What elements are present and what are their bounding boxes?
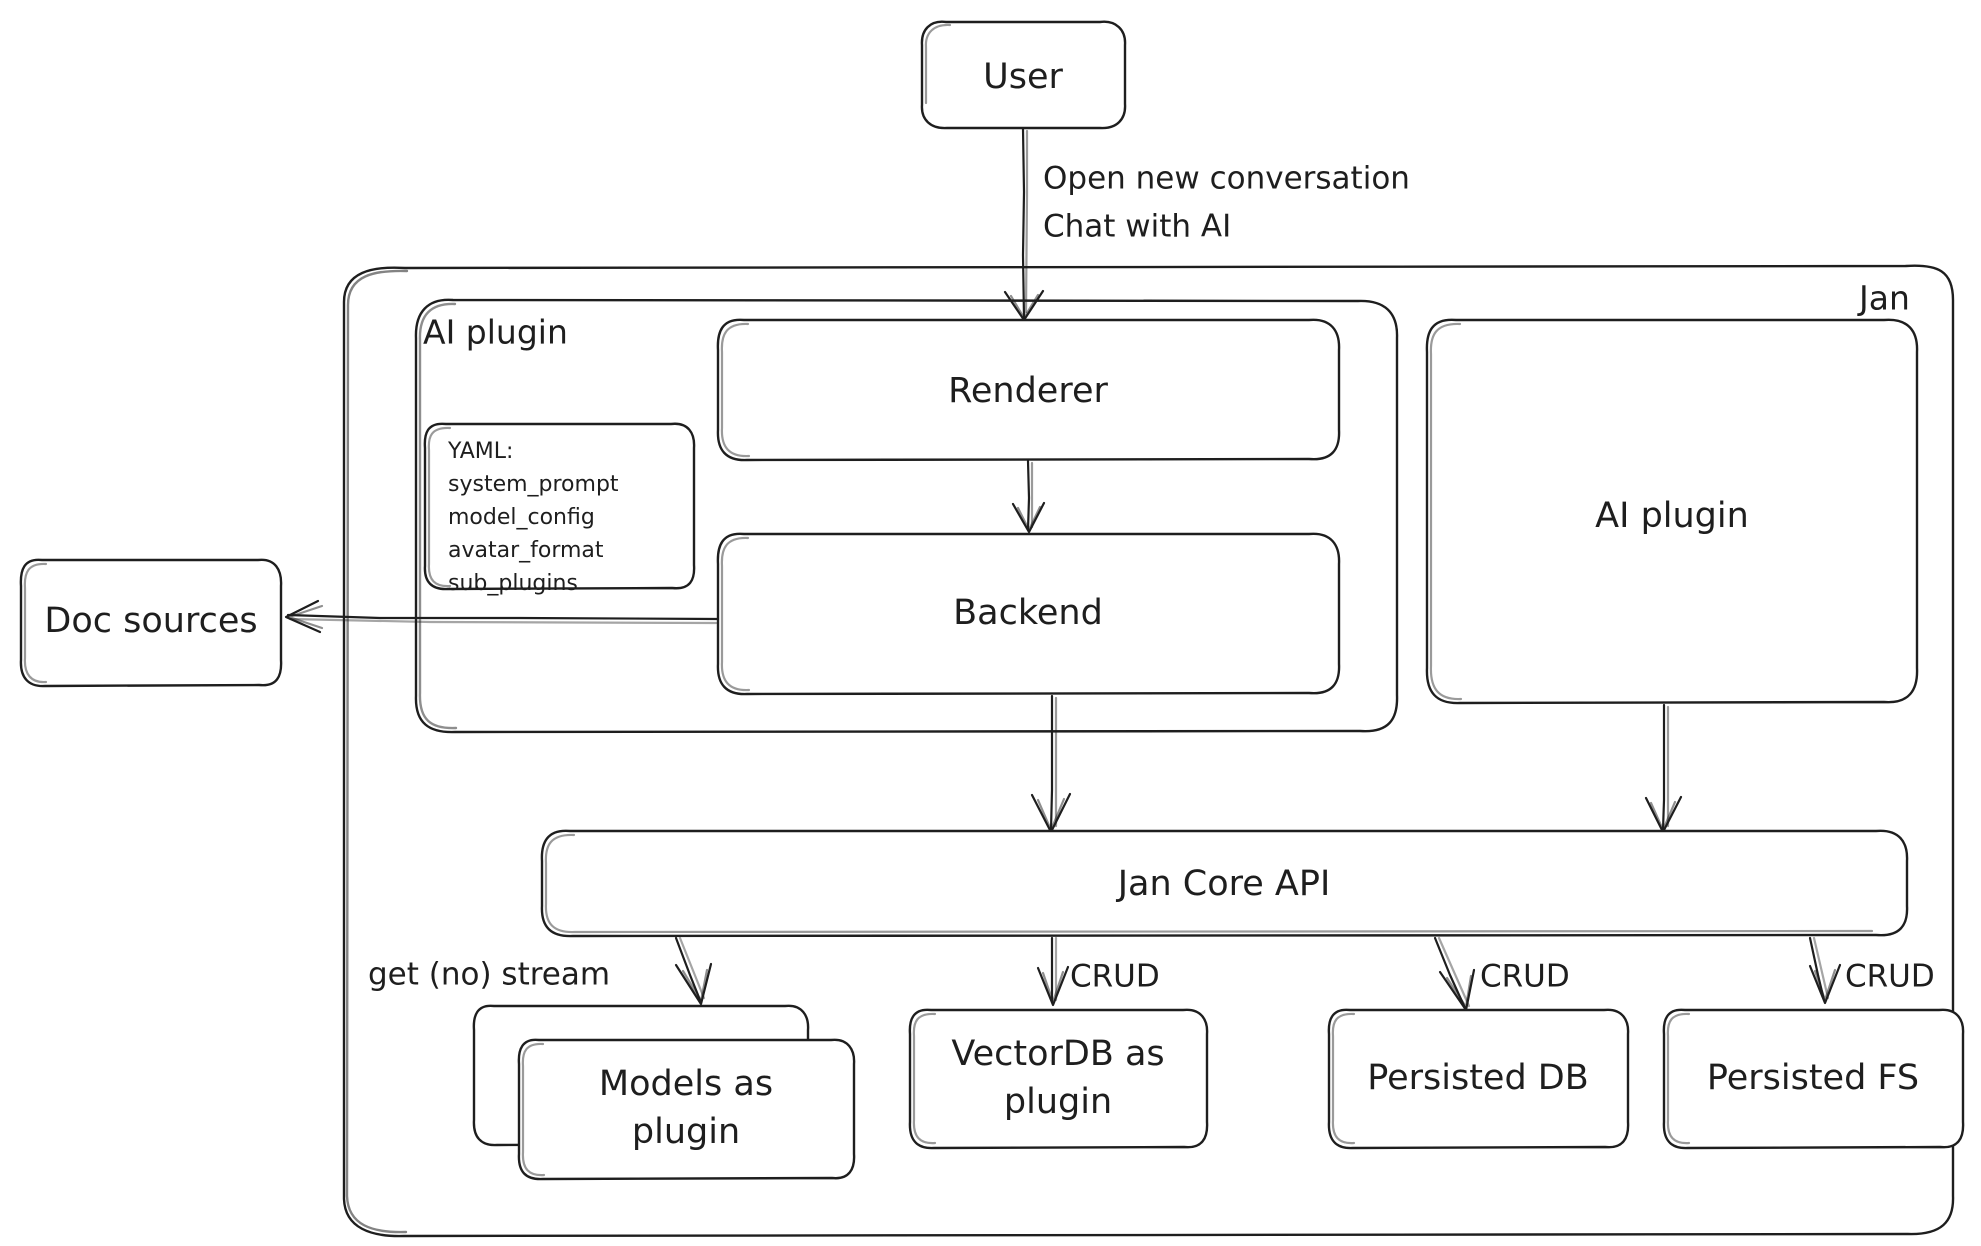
ai-plugin-group-label: AI plugin bbox=[423, 313, 568, 352]
node-persisted-fs[interactable]: Persisted FS bbox=[1662, 1008, 1965, 1150]
node-persisted-db[interactable]: Persisted DB bbox=[1327, 1008, 1630, 1150]
node-vectordb-as-plugin-label-line2: plugin bbox=[1004, 1082, 1112, 1122]
node-persisted-db-label: Persisted DB bbox=[1367, 1058, 1589, 1098]
node-renderer-label: Renderer bbox=[948, 371, 1108, 411]
node-models-as-plugin-label-line2: plugin bbox=[632, 1112, 740, 1152]
edge-label-open-conversation-line2: Chat with AI bbox=[1043, 209, 1231, 245]
yaml-item-system-prompt: system_prompt bbox=[448, 472, 619, 497]
node-jan-core-api-label: Jan Core API bbox=[1116, 864, 1331, 904]
edge-label-get-no-stream: get (no) stream bbox=[368, 957, 610, 993]
yaml-item-sub-plugins: sub_plugins bbox=[448, 571, 578, 596]
ai-plugin-group[interactable]: AI plugin bbox=[414, 298, 1399, 734]
edge-core-to-models: get (no) stream bbox=[368, 936, 713, 1006]
jan-container-label: Jan bbox=[1857, 279, 1910, 318]
edge-label-crud-vectordb: CRUD bbox=[1070, 959, 1160, 995]
node-backend[interactable]: Backend bbox=[716, 532, 1341, 696]
node-models-as-plugin-label-line1: Models as bbox=[599, 1064, 773, 1104]
edge-label-open-conversation-line1: Open new conversation bbox=[1043, 161, 1410, 197]
edge-core-to-persisted-db: CRUD bbox=[1433, 936, 1570, 1012]
edge-user-to-renderer: Open new conversation Chat with AI bbox=[1003, 127, 1410, 322]
node-persisted-fs-label: Persisted FS bbox=[1707, 1058, 1919, 1098]
node-user[interactable]: User bbox=[920, 20, 1127, 130]
jan-container[interactable]: Jan bbox=[342, 264, 1955, 1238]
node-doc-sources[interactable]: Doc sources bbox=[19, 558, 283, 688]
edge-renderer-to-backend bbox=[1011, 459, 1046, 534]
edge-core-to-persisted-fs: CRUD bbox=[1808, 936, 1935, 1005]
edge-backend-to-core bbox=[1030, 694, 1072, 834]
yaml-item-model-config: model_config bbox=[448, 505, 595, 530]
node-vectordb-as-plugin-label-line1: VectorDB as bbox=[951, 1034, 1164, 1074]
edge-ai-plugin-to-core bbox=[1644, 703, 1683, 834]
node-vectordb-as-plugin[interactable]: VectorDB as plugin bbox=[908, 1008, 1209, 1150]
yaml-header: YAML: bbox=[447, 439, 513, 464]
node-backend-label: Backend bbox=[953, 593, 1103, 633]
edge-backend-to-doc-sources bbox=[284, 599, 720, 634]
yaml-config-box[interactable]: YAML: system_prompt model_config avatar_… bbox=[423, 422, 696, 596]
node-models-as-plugin[interactable]: Models as plugin bbox=[472, 1004, 856, 1181]
node-ai-plugin-label: AI plugin bbox=[1595, 496, 1749, 536]
edge-core-to-vectordb: CRUD bbox=[1036, 936, 1160, 1007]
yaml-item-avatar-format: avatar_format bbox=[448, 538, 604, 563]
edge-label-crud-persisted-fs: CRUD bbox=[1845, 959, 1935, 995]
node-doc-sources-label: Doc sources bbox=[44, 601, 257, 641]
edge-label-crud-persisted-db: CRUD bbox=[1480, 959, 1570, 995]
node-renderer[interactable]: Renderer bbox=[716, 318, 1341, 462]
node-jan-core-api[interactable]: Jan Core API bbox=[540, 829, 1909, 938]
node-ai-plugin[interactable]: AI plugin bbox=[1425, 318, 1919, 705]
node-user-label: User bbox=[983, 57, 1063, 97]
